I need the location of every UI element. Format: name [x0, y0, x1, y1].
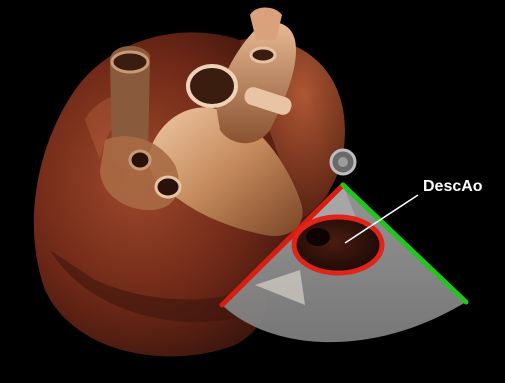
transducer-icon	[331, 150, 355, 174]
branch-opening	[251, 48, 275, 62]
pulm-vein-opening-2	[156, 177, 180, 197]
descending-aorta	[294, 217, 382, 273]
aorta-lumen-highlight	[306, 228, 330, 246]
pulm-vein-opening-1	[130, 151, 150, 169]
descao-label: DescAo	[423, 178, 483, 195]
aorta-opening	[188, 66, 236, 106]
svc-opening	[112, 52, 148, 72]
